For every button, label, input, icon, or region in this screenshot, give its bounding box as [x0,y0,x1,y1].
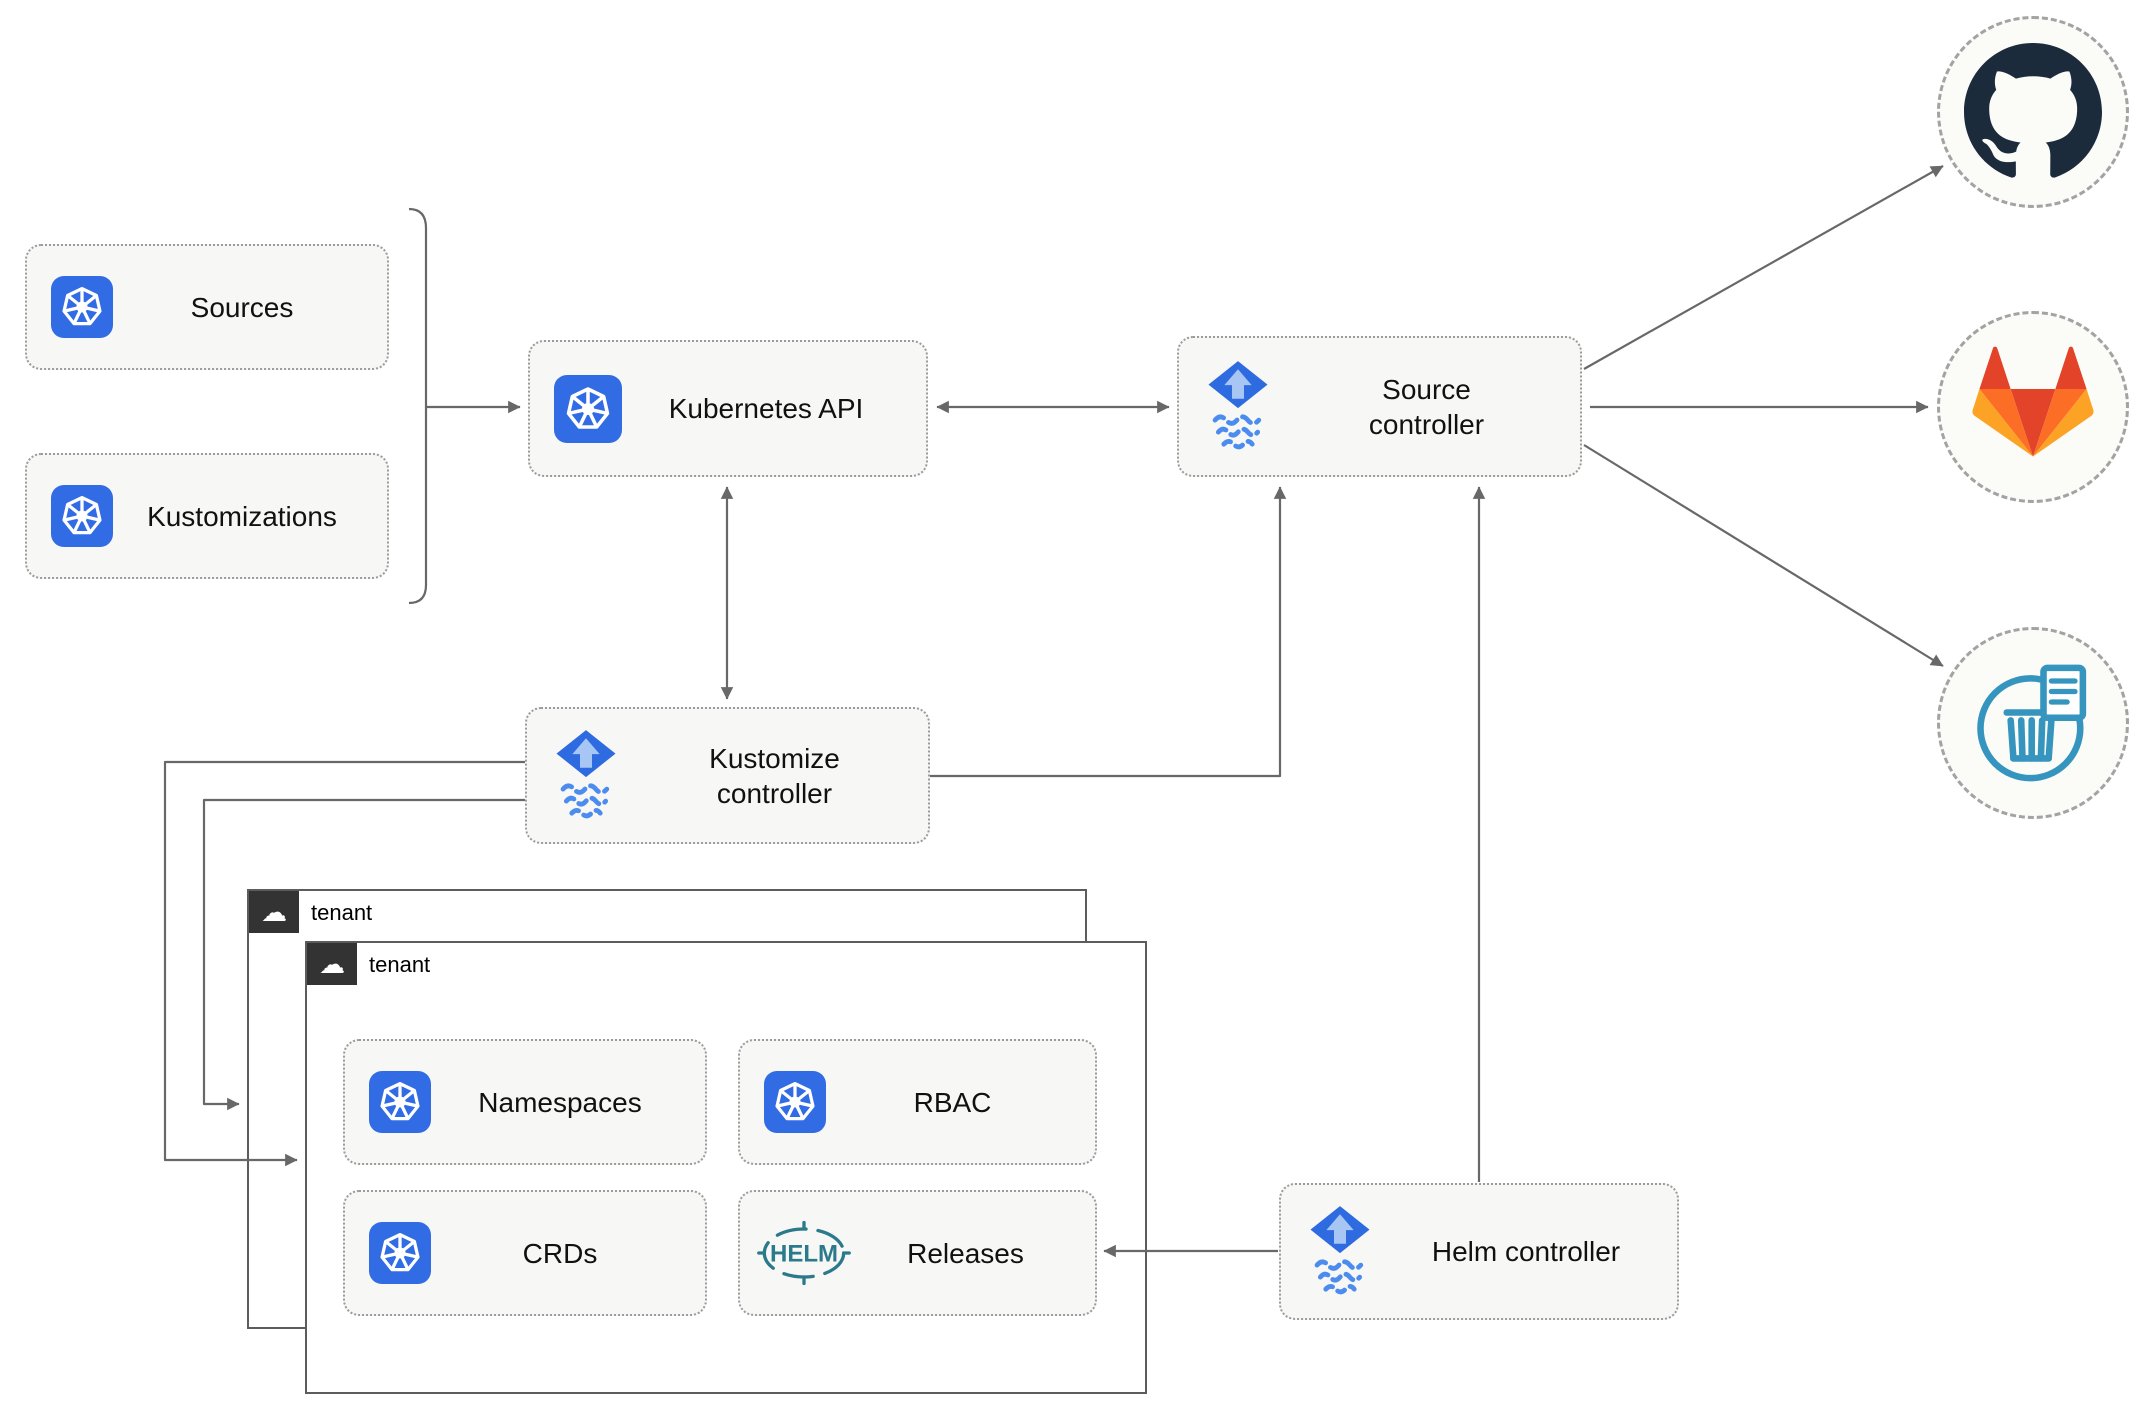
node-namespaces: Namespaces [343,1039,707,1165]
edge-source-github [1583,165,1944,370]
kubernetes-icon [764,1071,826,1133]
kubernetes-icon [51,276,113,338]
endpoint-bucket [1937,627,2129,819]
node-releases: HELM Releases [738,1190,1097,1316]
node-rbac: RBAC [738,1039,1097,1165]
node-helm-controller-label: Helm controller [1431,1236,1621,1267]
bucket-icon [1977,664,2087,782]
node-sources-label: Sources [190,291,294,323]
node-kustomize-controller-label: Kustomize controller [709,742,840,809]
flux-icon [551,729,621,823]
node-crds: CRDs [343,1190,707,1316]
node-kustomizations: Kustomizations [25,453,389,579]
flux-icon [1305,1205,1375,1299]
edge-source-bucket [1583,444,1944,667]
edge-bracket [408,207,428,605]
node-icon-wrap [369,1222,431,1284]
node-sources: Sources [25,244,389,370]
node-icon-wrap [369,1071,431,1133]
node-icon-wrap [1305,1205,1375,1299]
gitlab-icon [1972,346,2094,457]
github-icon [1964,43,2102,178]
node-icon-wrap [551,729,621,823]
node-icon-wrap [764,1071,826,1133]
node-kubernetes-api: Kubernetes API [528,340,928,477]
node-releases-label: Releases [907,1237,1024,1269]
cloud-icon: ☁ [319,948,345,979]
tenant-back-label: tenant [311,900,373,925]
tenant-tab: ☁ [249,891,299,933]
helm-icon: HELM [757,1220,851,1286]
node-namespaces-label: Namespaces [478,1086,642,1118]
node-kustomize-controller: Kustomize controller [525,707,930,844]
edge-kustomize-source [930,486,1287,778]
kubernetes-icon [369,1222,431,1284]
node-icon-wrap [51,276,113,338]
node-icon-wrap: HELM [756,1220,852,1286]
node-source-controller: Source controller [1177,336,1582,477]
node-crds-label: CRDs [522,1237,598,1269]
kubernetes-icon [554,374,622,443]
node-kubernetes-api-label: Kubernetes API [668,393,864,424]
flux-icon [1203,360,1273,454]
endpoint-gitlab [1937,311,2129,503]
kubernetes-icon [51,485,113,547]
node-helm-controller: Helm controller [1279,1183,1679,1320]
tenant-group-front: ☁ tenant Namespaces RBAC [305,941,1147,1394]
kubernetes-icon [369,1071,431,1133]
endpoint-github [1937,16,2129,208]
node-icon-wrap [51,485,113,547]
node-icon-wrap [554,374,622,443]
node-source-controller-label: Source controller [1368,373,1485,440]
helm-icon-text: HELM [770,1240,838,1267]
node-rbac-label: RBAC [913,1086,992,1118]
tenant-front-label: tenant [369,952,431,977]
node-icon-wrap [1203,360,1273,454]
tenant-tab: ☁ [307,943,357,985]
node-kustomizations-label: Kustomizations [147,500,337,532]
cloud-icon: ☁ [261,896,287,927]
